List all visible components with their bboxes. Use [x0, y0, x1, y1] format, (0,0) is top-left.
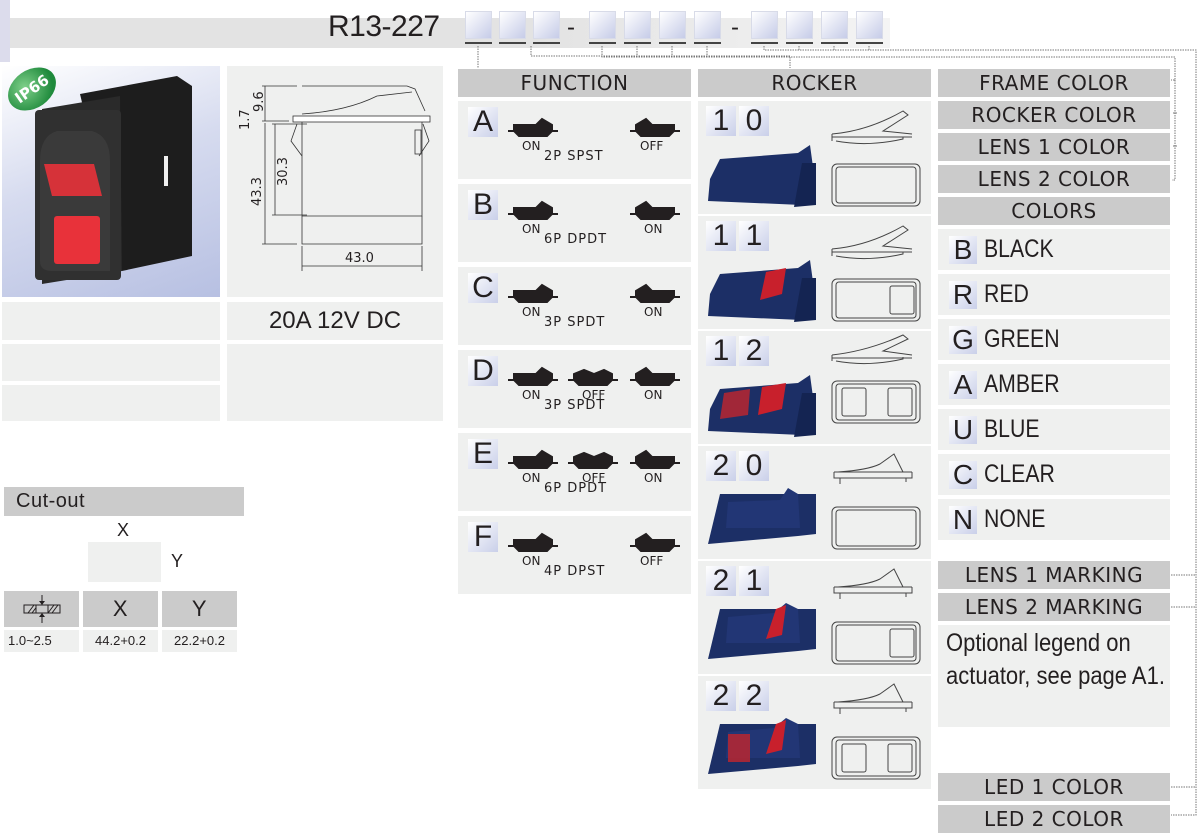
- lens1-marking-header: LENS 1 MARKING: [938, 561, 1170, 589]
- code-slot-frame-color: [589, 11, 616, 44]
- function-code: F: [468, 522, 498, 552]
- code-slot-function: [465, 11, 492, 44]
- function-option-d[interactable]: D ON OFF ON 3P SPDT: [458, 350, 691, 428]
- switch-on-on-icon: [508, 283, 680, 303]
- code-slot-rocker-color: [624, 11, 651, 44]
- switch-on-off-on-icon: [508, 366, 680, 386]
- left-accent-bar: [0, 0, 10, 62]
- rocker-option-20[interactable]: 2 0: [698, 446, 931, 559]
- lens1-color-header: LENS 1 COLOR: [938, 133, 1170, 161]
- code-slot-rocker-2: [533, 11, 560, 44]
- code-slot-lens1-color: [659, 11, 686, 44]
- function-description: 6P DPDT: [544, 481, 608, 496]
- function-option-a[interactable]: A ON OFF 2P SPST: [458, 101, 691, 179]
- cutout-col-x: X: [83, 591, 158, 627]
- colors-header: COLORS: [938, 197, 1170, 225]
- spec-cell-empty: [227, 344, 443, 421]
- function-code: A: [468, 107, 498, 137]
- model-prefix: R13-227: [328, 10, 440, 43]
- switch-on-on-icon: [508, 200, 680, 220]
- cutout-x-label: X: [117, 520, 130, 540]
- function-code: C: [468, 273, 498, 303]
- color-option-amber[interactable]: A AMBER: [938, 364, 1170, 405]
- dim-43-0: 43.0: [345, 251, 374, 266]
- color-option-black[interactable]: B BLACK: [938, 229, 1170, 270]
- led1-color-header: LED 1 COLOR: [938, 773, 1170, 801]
- function-option-b[interactable]: B ON ON 6P DPDT: [458, 184, 691, 262]
- dimension-drawing: 9.6 1.7 30.3 43.3 43.0: [227, 66, 443, 297]
- dim-43-3: 43.3: [250, 177, 265, 206]
- function-description: 4P DPST: [544, 564, 606, 579]
- switch-on-off-on-icon: [508, 449, 680, 469]
- color-option-blue[interactable]: U BLUE: [938, 409, 1170, 450]
- part-number-band: [10, 18, 890, 48]
- function-option-c[interactable]: C ON ON 3P SPDT: [458, 267, 691, 345]
- marking-note: Optional legend on actuator, see page A1…: [938, 625, 1170, 727]
- cutout-col-y: Y: [162, 591, 237, 627]
- led2-color-header: LED 2 COLOR: [938, 805, 1170, 833]
- rocker-narrow-one-lens-icon: [708, 568, 921, 665]
- function-description: 6P DPDT: [544, 232, 608, 247]
- function-description: 3P SPDT: [544, 398, 606, 413]
- rocker-narrow-icon: [708, 453, 921, 550]
- rocker-option-12[interactable]: 1 2: [698, 331, 931, 444]
- function-header: FUNCTION: [458, 69, 691, 97]
- code-slot-lens2-color: [694, 11, 721, 44]
- switch-on-off-icon: [508, 532, 680, 552]
- cutout-x-value: 44.2+0.2: [83, 630, 158, 652]
- function-option-f[interactable]: F ON OFF 4P DPST: [458, 516, 691, 594]
- rocker-wide-two-lens-icon: [708, 334, 921, 437]
- cutout-diagram: [88, 542, 161, 582]
- panel-thickness-icon: [23, 595, 61, 623]
- function-code: B: [468, 190, 498, 220]
- code-separator: -: [567, 14, 575, 41]
- rocker-option-10[interactable]: 1 0: [698, 101, 931, 214]
- dim-30-3: 30.3: [276, 157, 291, 186]
- rocker-wide-icon: [708, 110, 921, 207]
- rocker-header: ROCKER: [698, 69, 931, 97]
- color-option-green[interactable]: G GREEN: [938, 319, 1170, 360]
- spec-cell-empty: [2, 302, 220, 340]
- color-option-red[interactable]: R RED: [938, 274, 1170, 315]
- function-code: E: [468, 439, 498, 469]
- spec-cell-empty: [2, 344, 220, 381]
- lens2-color-header: LENS 2 COLOR: [938, 165, 1170, 193]
- rocker-option-21[interactable]: 2 1: [698, 561, 931, 674]
- rocker-option-11[interactable]: 1 1: [698, 216, 931, 329]
- code-slot-lens2-marking: [786, 11, 813, 44]
- spec-cell-empty: [2, 385, 220, 421]
- rocker-option-22[interactable]: 2 2: [698, 676, 931, 789]
- cutout-col-thickness: [4, 591, 79, 627]
- function-option-e[interactable]: E ON OFF ON 6P DPDT: [458, 433, 691, 511]
- code-slot-led1-color: [821, 11, 848, 44]
- code-separator: -: [731, 14, 739, 41]
- color-option-clear[interactable]: C CLEAR: [938, 454, 1170, 495]
- code-slot-led2-color: [856, 11, 883, 44]
- code-slot-lens1-marking: [751, 11, 778, 44]
- cutout-y-label: Y: [171, 551, 184, 571]
- rocker-color-header: ROCKER COLOR: [938, 101, 1170, 129]
- cutout-thickness-value: 1.0~2.5: [4, 630, 79, 652]
- lens2-marking-header: LENS 2 MARKING: [938, 593, 1170, 621]
- color-option-none[interactable]: N NONE: [938, 499, 1170, 540]
- function-description: 3P SPDT: [544, 315, 606, 330]
- frame-color-header: FRAME COLOR: [938, 69, 1170, 97]
- rating-cell: 20A 12V DC: [227, 302, 443, 340]
- rocker-narrow-two-lens-icon: [708, 683, 921, 780]
- cutout-y-value: 22.2+0.2: [162, 630, 237, 652]
- dim-9-6: 9.6: [252, 91, 267, 112]
- dim-1-7: 1.7: [238, 109, 253, 130]
- product-photo: IP66: [0, 58, 220, 297]
- function-description: 2P SPST: [544, 149, 604, 164]
- switch-on-icon: [508, 117, 680, 137]
- function-code: D: [468, 356, 498, 386]
- cutout-title: Cut-out: [4, 487, 244, 516]
- code-slot-rocker-1: [499, 11, 526, 44]
- rocker-wide-one-lens-icon: [708, 225, 921, 322]
